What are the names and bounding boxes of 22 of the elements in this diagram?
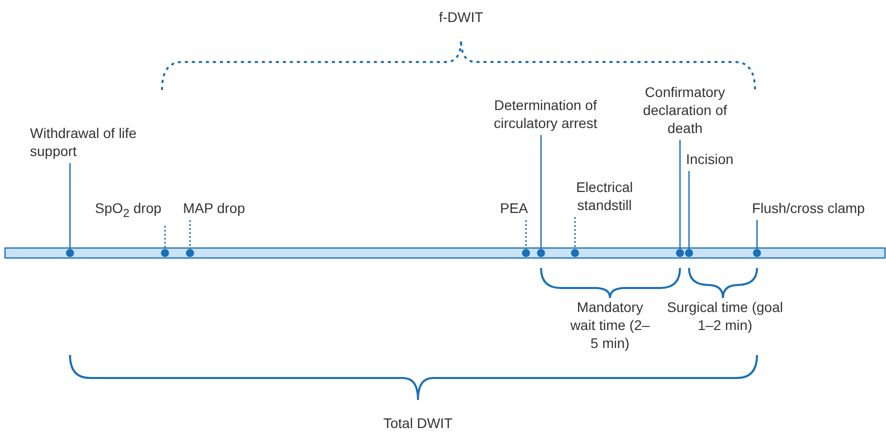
leader-line [540, 135, 542, 249]
event-label: Flush/cross clamp [752, 199, 882, 217]
leader-line [574, 217, 576, 249]
event-label: PEA [500, 199, 540, 217]
event-label: Confirmatory declaration of death [640, 83, 730, 137]
event-label: Incision [686, 150, 746, 168]
event-label: MAP drop [183, 199, 253, 217]
leader-line [688, 171, 690, 249]
leader-line [679, 140, 681, 249]
event-label: SpO$_{2}$ drop [95, 199, 165, 223]
interval-label: Surgical time (goal 1–2 min) [666, 298, 784, 334]
leader-line [525, 220, 527, 249]
leader-line [164, 226, 166, 249]
interval-label: f-DWIT [438, 8, 484, 26]
interval-label: Total DWIT [382, 414, 454, 432]
event-label: Determination of circulatory arrest [478, 96, 613, 132]
interval-label: Mandatory wait time (2–5 min) [570, 298, 650, 352]
event-label: Electrical standstill [567, 178, 642, 214]
event-label: Withdrawal of life support [30, 124, 140, 160]
leader-line [756, 220, 758, 249]
leader-line [69, 163, 71, 249]
leader-line [189, 220, 191, 249]
